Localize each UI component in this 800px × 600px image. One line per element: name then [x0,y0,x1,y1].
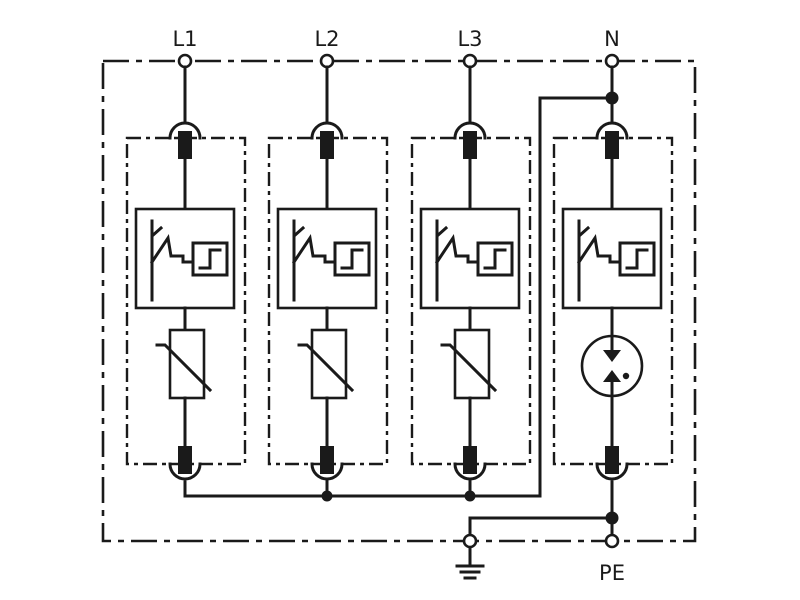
contact-block [320,131,334,159]
plug-contact [168,121,202,140]
module-l2 [267,65,389,498]
plug-contact [453,121,487,140]
contact-block [178,446,192,474]
contact-block [320,446,334,474]
disconnector-icon [291,219,371,302]
plug-contact [595,462,629,481]
spark-gap-icon [580,334,644,398]
varistor-icon [168,328,206,400]
terminal-l3 [462,53,478,69]
module-n [552,65,674,481]
terminal-label-l3: L3 [457,27,482,51]
disconnector-icon [576,219,656,302]
varistor-icon [453,328,491,400]
terminal-l2 [319,53,335,69]
terminal-label-n: N [604,27,620,51]
terminal-pe [604,533,620,549]
ground-icon [455,546,485,580]
contact-block [178,131,192,159]
contact-block [463,131,477,159]
plug-contact [595,121,629,140]
plug-contact [310,121,344,140]
contact-block [605,446,619,474]
disconnector-icon [434,219,514,302]
terminal-n [604,53,620,69]
bottom-bus-wire [183,96,614,498]
terminal-label-l1: L1 [172,27,197,51]
outer-enclosure [101,59,697,543]
contact-block [463,446,477,474]
plug-contact [168,462,202,481]
terminal-label-pe: PE [599,561,625,585]
terminal-label-l2: L2 [314,27,339,51]
module-l1 [125,65,247,481]
disconnector-icon [149,219,229,302]
terminal-earth [462,533,478,549]
terminal-l1 [177,53,193,69]
contact-block [605,131,619,159]
earth-link-wire [468,516,614,543]
varistor-icon [310,328,348,400]
module-l3 [410,65,532,498]
